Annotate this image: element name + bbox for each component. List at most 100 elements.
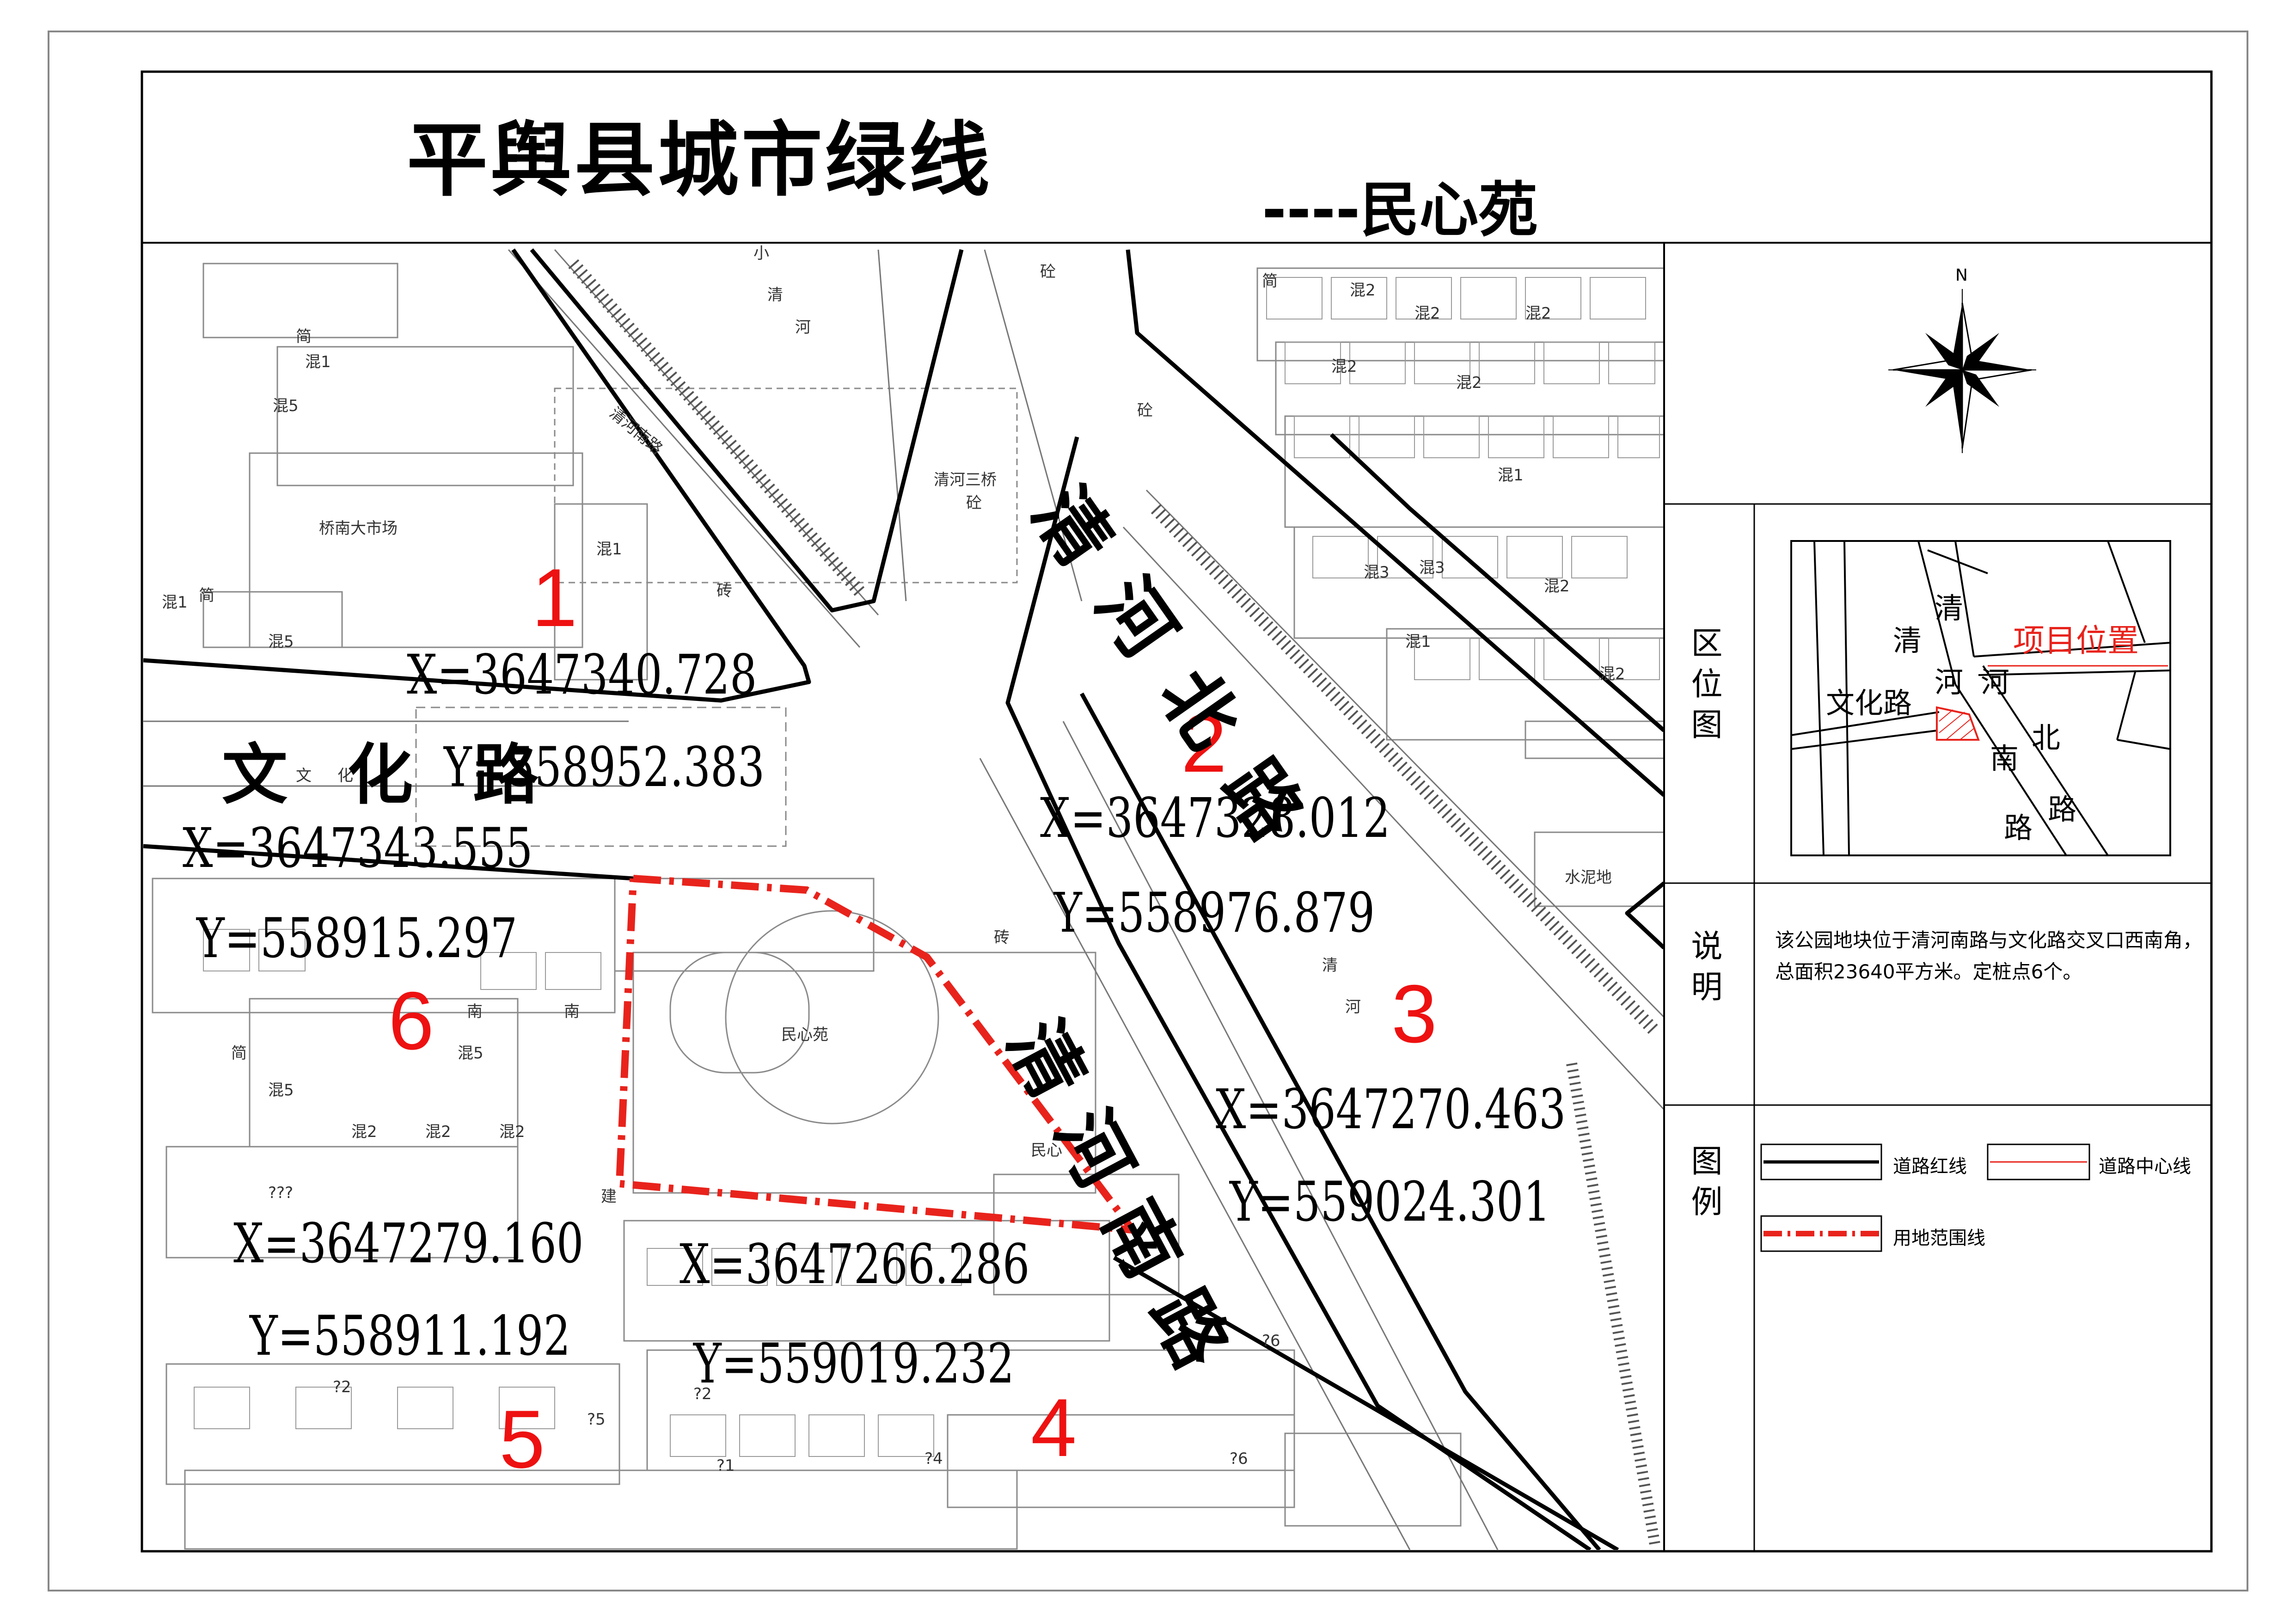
label-zhuan-a: 砖 <box>716 582 732 600</box>
outer-frame <box>48 31 2248 1591</box>
label-nan-small-b: 南 <box>564 1002 580 1021</box>
loc-bei: 北 <box>2032 721 2061 755</box>
label-tong-b: 砼 <box>1137 401 1153 420</box>
building-outlines <box>152 263 1663 1550</box>
label-q2-b: ?2 <box>693 1385 712 1403</box>
north-arrow-icon <box>1888 289 2036 453</box>
stake-number-5: 5 <box>499 1393 545 1485</box>
loc-nan: 南 <box>1990 742 2019 775</box>
label-hun1-e: 混1 <box>1405 633 1431 651</box>
location-map-frame <box>1790 540 2171 856</box>
label-hun2-d: 混2 <box>1350 281 1376 300</box>
legend-box-center-line <box>1987 1143 2090 1180</box>
label-q6-a: ?6 <box>1230 1450 1248 1468</box>
description-label: 说明 <box>1685 929 1722 1011</box>
label-hua-small: 化 <box>337 767 353 785</box>
loc-lu-1: 路 <box>2048 793 2077 826</box>
label-park-name: 民心苑 <box>781 1026 828 1044</box>
label-q2-a: ?2 <box>333 1378 351 1396</box>
label-he-b: 河 <box>1345 998 1361 1016</box>
label-hun1-b: 混1 <box>596 540 622 559</box>
legend-center-line-text: 道路中心线 <box>2099 1156 2191 1177</box>
legend-box-boundary <box>1760 1215 1882 1252</box>
label-tong-c: 砼 <box>966 494 982 512</box>
coord-1-x: X=3647340.728 <box>407 643 757 707</box>
legend-red-line-text: 道路红线 <box>1893 1156 1967 1177</box>
label-wen-small: 文 <box>296 767 312 785</box>
map-title: 平舆县城市绿线 <box>407 114 992 208</box>
label-hun5-a: 混5 <box>273 397 299 415</box>
label-hun2-h: 混2 <box>1456 374 1482 392</box>
road-red-lines <box>143 248 1663 1550</box>
label-qq: ??? <box>268 1184 294 1202</box>
label-zhuan-b: 砖 <box>994 928 1010 947</box>
label-q1: ?1 <box>716 1456 735 1475</box>
stake-number-6: 6 <box>388 975 434 1067</box>
legend-label: 图例 <box>1685 1144 1722 1226</box>
map-area <box>143 248 1663 1550</box>
stake-number-4: 4 <box>1031 1382 1077 1474</box>
label-qing-b: 清 <box>1322 956 1338 975</box>
label-jian-c: 简 <box>1262 272 1278 290</box>
project-location-hatch <box>1939 709 1975 740</box>
label-hun2-b: 混2 <box>425 1123 451 1141</box>
label-hun5-b: 混5 <box>268 633 294 651</box>
label-jian-d: 简 <box>231 1044 247 1063</box>
red-line-block-2 <box>530 248 964 613</box>
location-map-label: 区位图 <box>1685 627 1722 749</box>
label-hun2-f: 混2 <box>1331 357 1357 376</box>
map-subtitle: ----民心苑 <box>1262 176 1538 245</box>
red-line-wenhua-south <box>143 844 634 881</box>
loc-project-label: 项目位置 <box>2013 623 2139 659</box>
coord-3-x: X=3647270.463 <box>1216 1077 1566 1141</box>
coord-3-y: Y=559024.301 <box>1230 1170 1551 1234</box>
label-q5: ?5 <box>587 1410 606 1429</box>
residential-grid <box>194 277 1660 1457</box>
label-nan-small-a: 南 <box>467 1002 483 1021</box>
label-qing-small: 清 <box>767 286 783 304</box>
red-line-block-1 <box>143 248 811 703</box>
project-location-marker <box>1936 706 1980 741</box>
stake-number-2: 2 <box>1181 697 1227 789</box>
road-name-wenhua: 文 化 路 <box>222 737 557 813</box>
label-hun1-a: 混1 <box>305 353 331 371</box>
coord-4-x: X=3647266.286 <box>680 1232 1030 1296</box>
label-hun2-a: 混2 <box>351 1123 377 1141</box>
label-hun1-d: 混1 <box>1498 466 1524 485</box>
label-q6-b: ?6 <box>1262 1332 1280 1350</box>
label-tong-a: 砼 <box>1040 263 1056 281</box>
loc-wenhua: 文化路 <box>1826 686 1912 720</box>
loc-he-1: 河 <box>1935 665 1964 699</box>
coord-6-x: X=3647343.555 <box>183 816 533 880</box>
label-hun2-j: 混2 <box>1599 665 1625 683</box>
label-jian-build: 建 <box>601 1187 617 1206</box>
label-hun3-b: 混3 <box>1419 559 1445 577</box>
label-hun1-c: 混1 <box>162 593 188 612</box>
label-hun2-c: 混2 <box>499 1123 525 1141</box>
label-hun3-a: 混3 <box>1364 563 1390 582</box>
label-qiaonan-market: 桥南大市场 <box>319 519 398 538</box>
hatch-strips <box>568 259 1660 1546</box>
red-line-ne <box>1329 433 1663 732</box>
label-hun2-i: 混2 <box>1544 577 1570 596</box>
coord-2-x: X=3647328.012 <box>1040 786 1390 850</box>
legend-box-red-line <box>1760 1143 1882 1180</box>
label-minxin-small: 民心 <box>1031 1141 1062 1160</box>
label-hun5-c: 混5 <box>268 1081 294 1100</box>
coord-1-y: Y=558952.383 <box>444 735 765 799</box>
label-hun2-e: 混2 <box>1414 304 1440 323</box>
legend-boundary-text: 用地范围线 <box>1893 1228 1985 1249</box>
label-he-small: 河 <box>795 318 811 337</box>
loc-qing-2: 清 <box>1893 624 1922 657</box>
label-xiao-small: 小 <box>753 244 769 263</box>
label-hun5-d: 混5 <box>458 1044 484 1063</box>
red-line-corner <box>1113 1256 1619 1550</box>
label-hun2-g: 混2 <box>1525 304 1551 323</box>
loc-qing-1: 清 <box>1935 591 1964 625</box>
location-map-roads <box>1791 541 2171 856</box>
label-jian-a: 简 <box>199 586 214 605</box>
label-cement-ground: 水泥地 <box>1565 868 1612 887</box>
coord-2-y: Y=558976.879 <box>1054 881 1375 945</box>
